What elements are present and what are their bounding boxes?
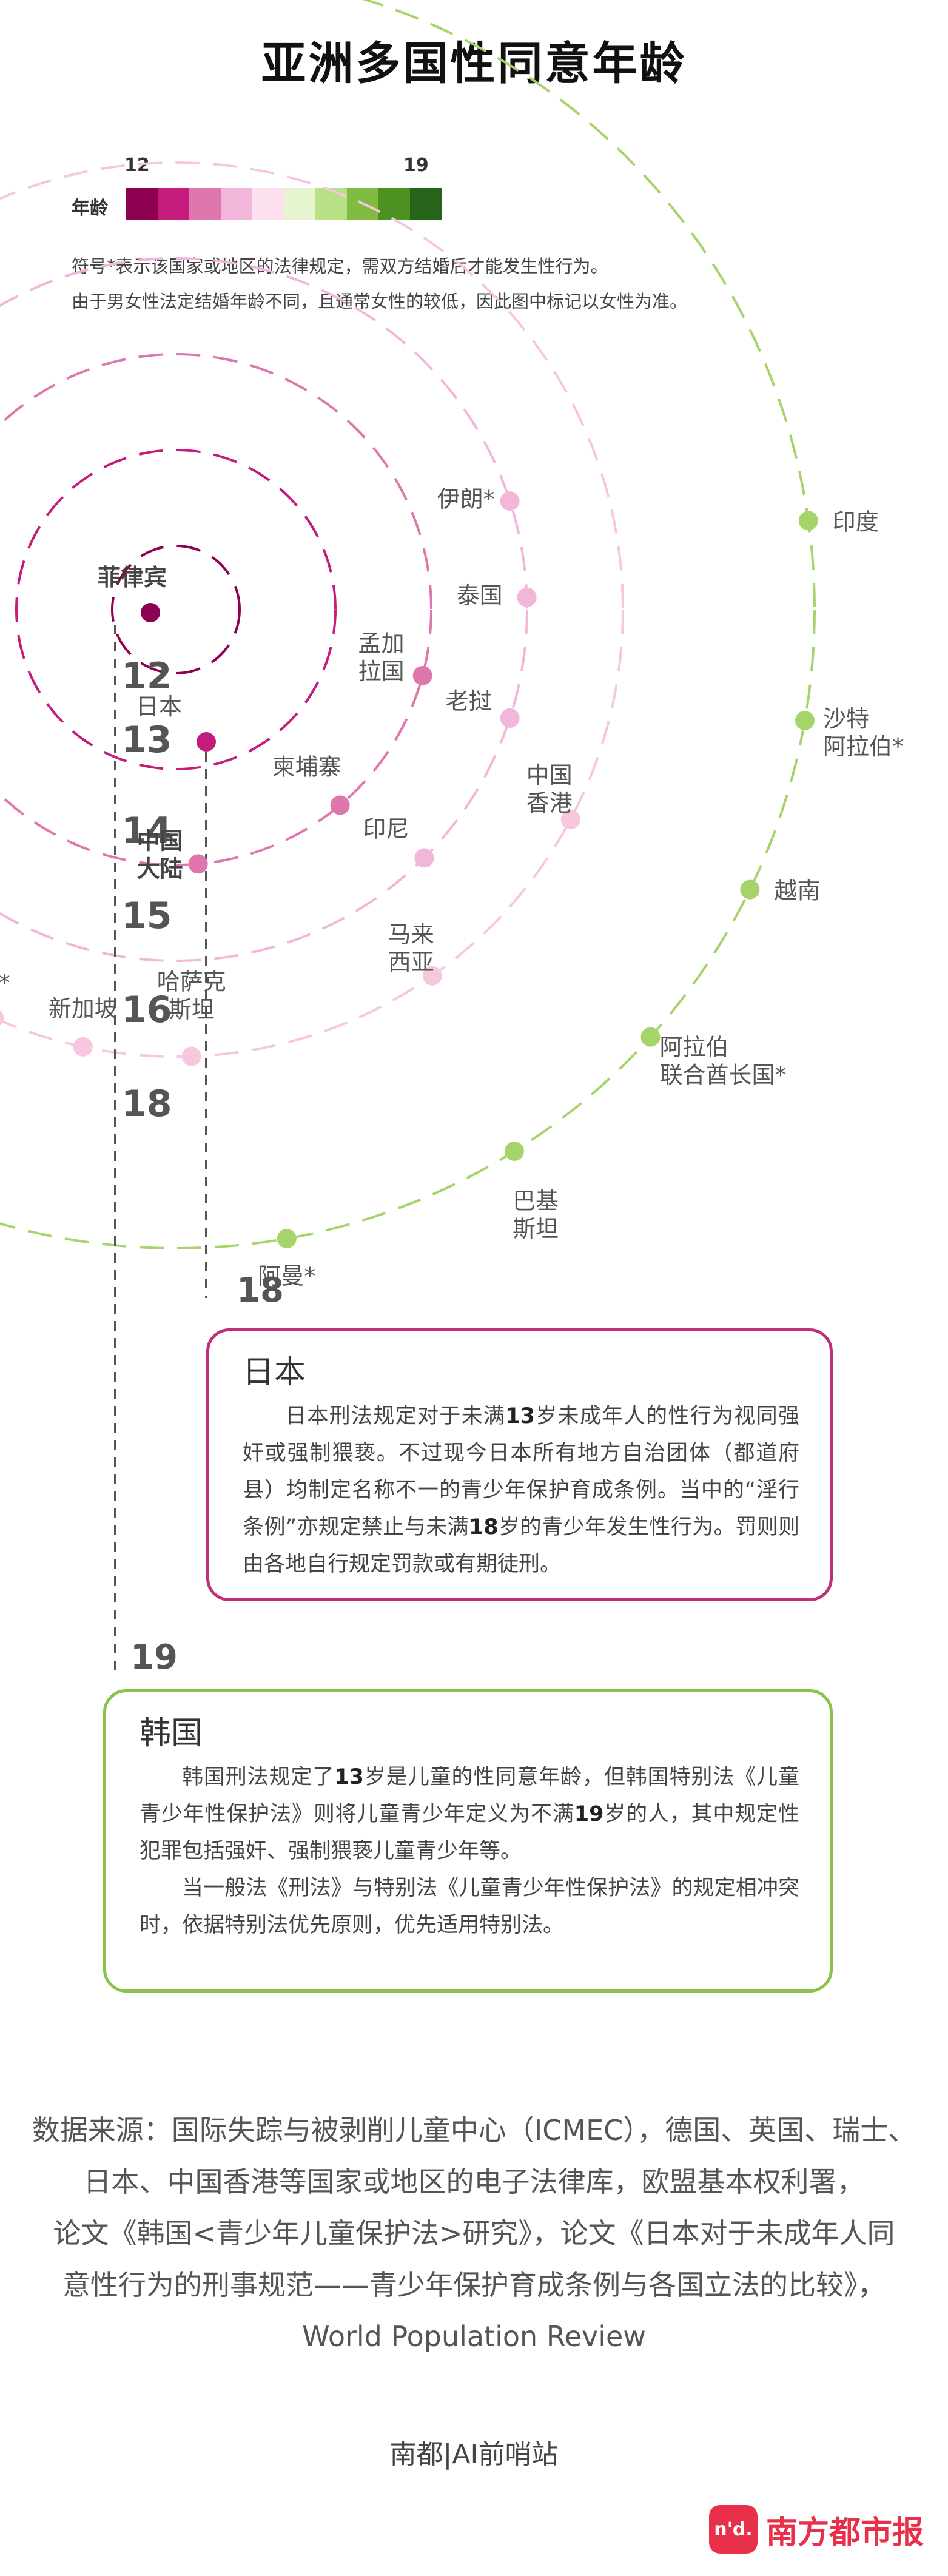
country-label: 伊朗* <box>437 486 495 513</box>
country-label: 孟加拉国 <box>358 630 405 685</box>
country-label: 泰国 <box>457 582 503 609</box>
japan-box-title: 日本 <box>243 1354 306 1391</box>
ring-label-12: 12 <box>121 655 172 698</box>
ring-age-labels: 12 13 14 15 16 18 <box>121 655 172 1125</box>
point-印尼 <box>414 848 434 868</box>
point-中国香港 <box>560 810 580 830</box>
japan-box: 日本 日本刑法规定对于未满13岁未成年人的性行为视同强奸或强制猥亵。不过现今日本… <box>206 1328 833 1601</box>
country-label: 巴基斯坦 <box>513 1188 559 1242</box>
ring-label-14: 14 <box>121 810 172 852</box>
legend-swatch <box>252 188 284 220</box>
country-label: 中国大陆 <box>137 827 183 882</box>
legend-swatch <box>221 188 252 220</box>
point-越南 <box>740 879 760 900</box>
legend-max-label: 19 <box>403 155 429 176</box>
point-马来西亚 <box>422 966 442 986</box>
country-label: 马来西亚 <box>388 921 434 976</box>
legend-min-label: 12 <box>124 155 150 176</box>
color-legend <box>126 188 442 220</box>
point-日本 <box>197 732 216 752</box>
country-label: 阿富汗* <box>0 969 10 996</box>
ring-label-13: 13 <box>121 719 172 761</box>
country-label: 中国香港 <box>526 762 573 816</box>
age-ring-12 <box>111 545 241 674</box>
point-巴基斯坦 <box>505 1141 525 1161</box>
page-title: 亚洲多国性同意年龄 <box>261 38 687 90</box>
age-ring-13 <box>15 449 337 770</box>
point-印度 <box>798 511 818 531</box>
credit-line: 南都|AI前哨站 <box>389 2439 559 2470</box>
point-阿曼 <box>277 1229 297 1249</box>
data-source: 数据来源：国际失踪与被剥削儿童中心（ICMEC），德国、英国、瑞士、 日本、中国… <box>32 2114 916 2353</box>
korea-box: 韩国 韩国刑法规定了13岁是儿童的性同意年龄，但韩国特别法《儿童青少年性保护法》… <box>103 1689 833 1993</box>
point-泰国 <box>517 587 537 607</box>
country-label: 柬埔寨 <box>272 754 341 781</box>
point-菲律宾 <box>141 603 160 622</box>
legend-swatch <box>158 188 189 220</box>
country-label: 阿曼* <box>258 1263 315 1290</box>
age-ring-16 <box>0 161 624 1058</box>
point-阿富汗 <box>0 1010 4 1026</box>
legend-swatch <box>378 188 410 220</box>
country-label: 沙特阿拉伯* <box>823 705 904 760</box>
legend-swatch <box>410 188 442 220</box>
country-label: 阿拉伯联合酋长国* <box>660 1034 787 1089</box>
newspaper-logo: n'd. 南方都市报 <box>708 2505 924 2554</box>
point-阿拉伯联合酋长国 <box>640 1027 661 1047</box>
korea-ref-age: 19 <box>130 1638 178 1677</box>
point-老挝 <box>500 708 520 728</box>
note-female-age: 由于男女性法定结婚年龄不同，且通常女性的较低，因此图中标记以女性为准。 <box>72 291 688 312</box>
legend-swatch <box>189 188 221 220</box>
point-哈萨克斯坦 <box>181 1046 201 1066</box>
korea-box-title: 韩国 <box>140 1715 203 1752</box>
japan-box-text: 日本刑法规定对于未满13岁未成年人的性行为视同强奸或强制猥亵。不过现今日本所有地… <box>243 1404 799 1576</box>
logo-text: 南方都市报 <box>765 2514 924 2551</box>
country-label: 老挝 <box>446 688 492 715</box>
ring-label-15: 15 <box>121 895 172 937</box>
age-ring-15 <box>0 257 528 962</box>
country-label: 日本 <box>136 693 182 720</box>
age-rings <box>0 0 816 1249</box>
country-label: 印度 <box>833 508 879 535</box>
legend-swatch <box>284 188 315 220</box>
point-中国大陆 <box>188 854 208 874</box>
legend-swatch <box>126 188 158 220</box>
country-label: 菲律宾 <box>98 564 167 591</box>
legend-caption: 年龄 <box>72 198 108 219</box>
point-沙特阿拉伯 <box>795 710 815 730</box>
age-ring-14 <box>0 353 432 866</box>
age-ring-18 <box>0 0 816 1249</box>
korea-box-text: 韩国刑法规定了13岁是儿童的性同意年龄，但韩国特别法《儿童青少年性保护法》则将儿… <box>140 1765 799 1937</box>
point-伊朗 <box>500 491 520 511</box>
ring-label-18: 18 <box>121 1083 172 1125</box>
logo-icon: n'd. <box>708 2505 758 2554</box>
country-label: 哈萨克斯坦 <box>157 969 226 1023</box>
point-孟加拉国 <box>412 665 432 685</box>
country-points <box>0 491 818 1249</box>
japan-ref-age: 18 <box>237 1271 284 1310</box>
country-label: 印尼 <box>363 815 409 842</box>
callout-lines <box>114 625 207 1674</box>
country-label: 越南 <box>774 878 820 904</box>
point-新加坡 <box>73 1037 93 1057</box>
ring-label-16: 16 <box>121 989 172 1031</box>
country-label: 新加坡 <box>49 995 118 1022</box>
point-柬埔寨 <box>330 795 350 815</box>
